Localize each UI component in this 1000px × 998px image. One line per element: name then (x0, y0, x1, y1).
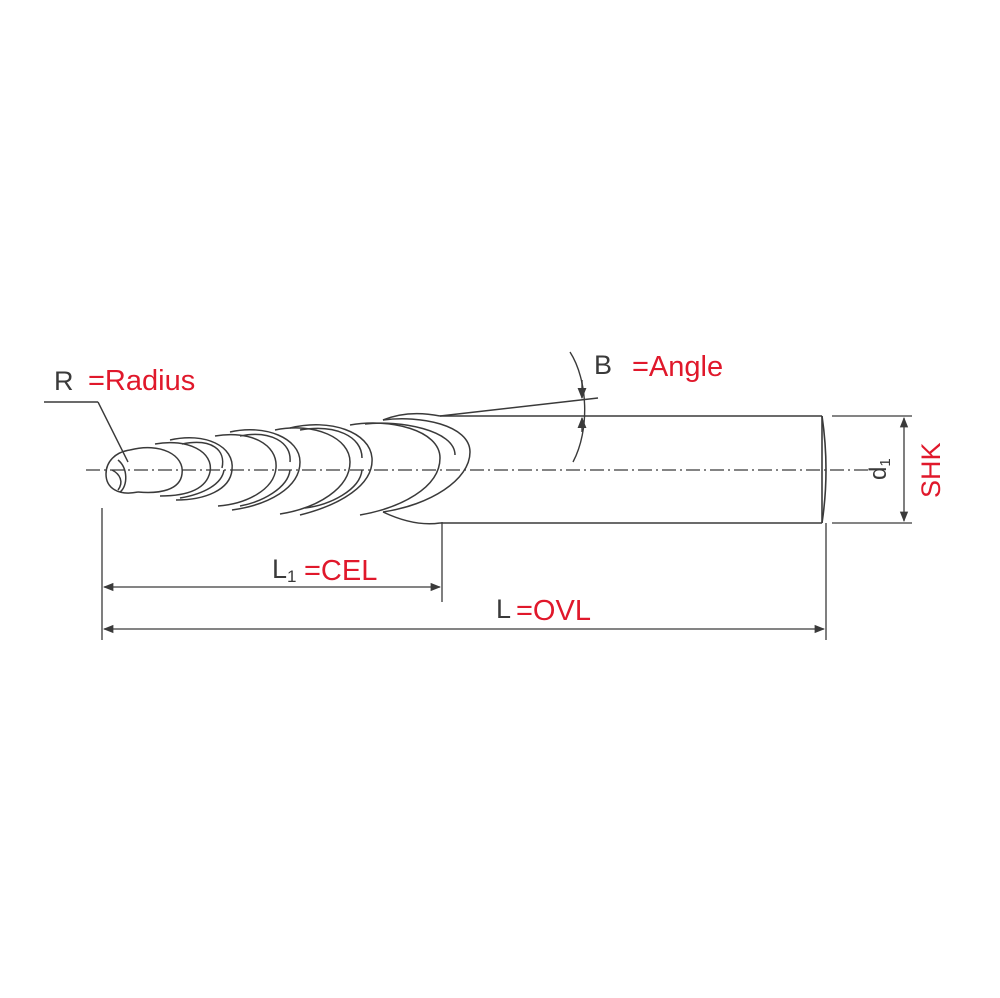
diameter-symbol-main: d (865, 467, 892, 480)
extension-lines (101, 415, 912, 640)
diameter-symbol: d1 (865, 458, 894, 480)
cel-symbol-sub: 1 (287, 567, 296, 586)
shank (440, 415, 827, 524)
shank-label: SHK (916, 442, 946, 498)
radius-symbol: R (54, 366, 74, 396)
angle-symbol: B (594, 350, 612, 380)
ovl-symbol: L (496, 594, 511, 624)
radius-label: =Radius (88, 365, 195, 397)
cel-label: =CEL (304, 555, 377, 587)
cel-symbol: L1 (272, 554, 297, 586)
diameter-symbol-sub: 1 (877, 458, 894, 466)
angle-label: =Angle (632, 351, 723, 383)
angle-indicator (439, 351, 599, 463)
flute-section (105, 412, 471, 525)
radius-leader (44, 401, 129, 463)
cel-symbol-main: L (272, 554, 287, 584)
ovl-label: =OVL (516, 595, 591, 627)
